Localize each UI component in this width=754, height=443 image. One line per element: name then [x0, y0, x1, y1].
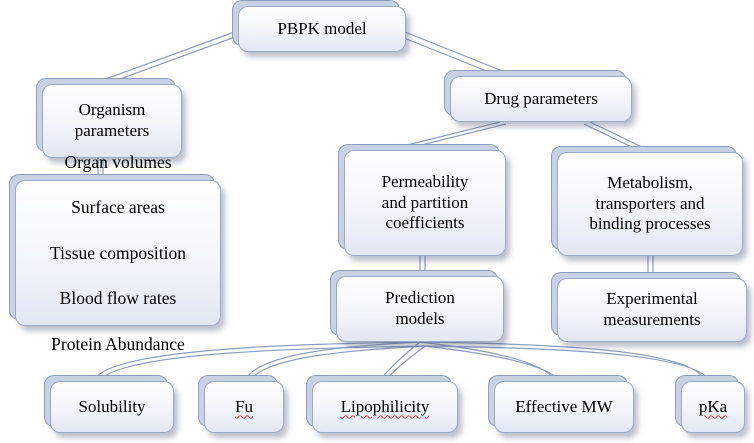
pka-box: pKa: [681, 381, 745, 433]
effective-mw-label: Effective MW: [515, 396, 613, 416]
organism-detail-surface-areas: Surface areas: [71, 197, 165, 218]
connector-fan-solubility: [94, 341, 426, 381]
organism-parameters-box: Organism parameters: [42, 84, 182, 158]
permeability-label: Permeability and partition coefficients: [381, 171, 469, 233]
solubility-box: Solubility: [50, 381, 174, 433]
pka-label: pKa: [698, 396, 728, 416]
organism-details-list: Organ volumes Surface areas Tissue compo…: [50, 128, 186, 378]
organism-detail-protein-abundance: Protein Abundance: [51, 333, 185, 354]
solubility-label: Solubility: [78, 396, 146, 416]
connector-root-drug: [393, 29, 521, 83]
connector-fan-mw: [419, 341, 561, 382]
connector-drug-permeability: [394, 121, 507, 151]
organism-detail-organ-volumes: Organ volumes: [64, 151, 172, 172]
drug-parameters-label: Drug parameters: [484, 88, 598, 108]
pbpk-model-box: PBPK model: [238, 6, 406, 52]
lipophilicity-box: Lipophilicity: [312, 381, 458, 433]
organism-detail-tissue-composition: Tissue composition: [50, 242, 186, 263]
connector-fan-pka: [419, 341, 711, 382]
prediction-models-box: Prediction models: [336, 276, 504, 342]
pbpk-model-label: PBPK model: [277, 18, 367, 38]
connector-organism-details: [97, 158, 104, 180]
fu-box: Fu: [204, 381, 284, 433]
connector-drug-metabolism: [583, 121, 649, 153]
connector-metabolism-experimental: [647, 256, 654, 276]
organism-parameters-label: Organism parameters: [74, 100, 150, 140]
metabolism-box: Metabolism, transporters and binding pro…: [557, 152, 743, 256]
prediction-models-label: Prediction models: [385, 288, 455, 328]
experimental-measurements-box: Experimental measurements: [557, 278, 747, 342]
connector-root-organism: [91, 29, 247, 88]
lipophilicity-label: Lipophilicity: [340, 396, 430, 416]
connector-fan-lipophilicity: [379, 341, 426, 382]
effective-mw-box: Effective MW: [494, 381, 634, 433]
fu-label: Fu: [235, 396, 253, 416]
experimental-measurements-label: Experimental measurements: [603, 289, 701, 329]
organism-details-box: Organ volumes Surface areas Tissue compo…: [15, 152, 221, 354]
metabolism-label: Metabolism, transporters and binding pro…: [589, 172, 711, 234]
permeability-box: Permeability and partition coefficients: [344, 150, 506, 256]
connector-fan-fu: [244, 341, 426, 382]
organism-detail-blood-flow-rates: Blood flow rates: [59, 288, 177, 309]
drug-parameters-box: Drug parameters: [450, 76, 632, 122]
connector-permeability-prediction: [419, 256, 426, 276]
